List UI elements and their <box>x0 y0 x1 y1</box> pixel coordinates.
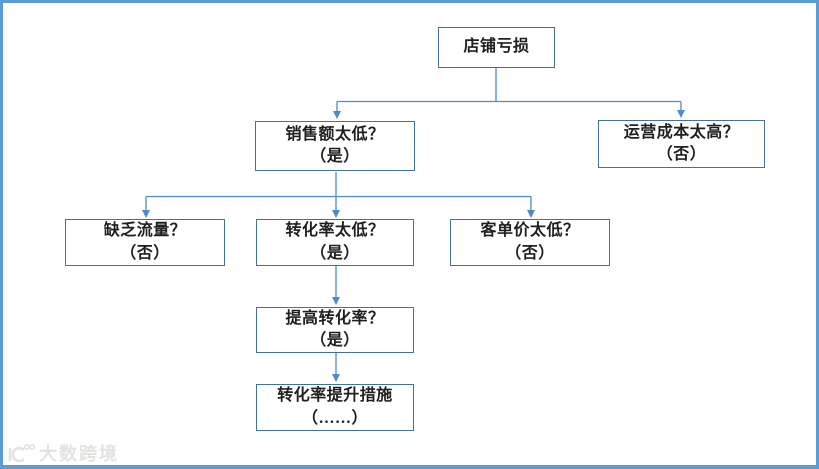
node-operating-cost-too-high-answer: （否） <box>656 146 707 163</box>
node-lack-of-traffic: 缺乏流量？ （否） <box>65 219 225 266</box>
node-conversion-improvement-measures-answer: （……） <box>301 409 368 427</box>
node-sales-too-low: 销售额太低？ （是） <box>255 121 415 171</box>
node-conversion-improvement-measures: 转化率提升措施 （……） <box>256 384 414 431</box>
node-operating-cost-too-high-label: 运营成本太高？ <box>623 123 740 141</box>
node-order-value-too-low-answer: （否） <box>505 244 555 262</box>
node-lack-of-traffic-label: 缺乏流量？ <box>103 222 187 240</box>
node-sales-too-low-label: 销售额太低？ <box>285 125 385 143</box>
node-conversion-rate-too-low: 转化率太低？ （是） <box>256 219 414 266</box>
watermark: 大数跨境 <box>7 440 119 466</box>
node-conversion-improvement-measures-label: 转化率提升措施 <box>277 387 393 405</box>
node-order-value-too-low: 客单价太低？ （否） <box>450 219 610 266</box>
node-operating-cost-too-high: 运营成本太高？ （否） <box>598 120 765 168</box>
node-order-value-too-low-label: 客单价太低？ <box>480 222 580 240</box>
node-store-loss: 店铺亏损 <box>438 27 555 68</box>
node-lack-of-traffic-answer: （否） <box>120 244 170 262</box>
node-improve-conversion-rate: 提高转化率？ （是） <box>256 307 414 353</box>
node-improve-conversion-rate-answer: （是） <box>310 332 360 349</box>
node-sales-too-low-answer: （是） <box>310 148 360 165</box>
node-conversion-rate-too-low-answer: （是） <box>310 244 360 262</box>
node-store-loss-label: 店铺亏损 <box>463 38 530 56</box>
node-conversion-rate-too-low-label: 转化率太低？ <box>285 222 385 240</box>
watermark-logo-icon <box>8 443 35 463</box>
watermark-text: 大数跨境 <box>39 444 119 464</box>
node-improve-conversion-rate-label: 提高转化率？ <box>285 309 385 327</box>
